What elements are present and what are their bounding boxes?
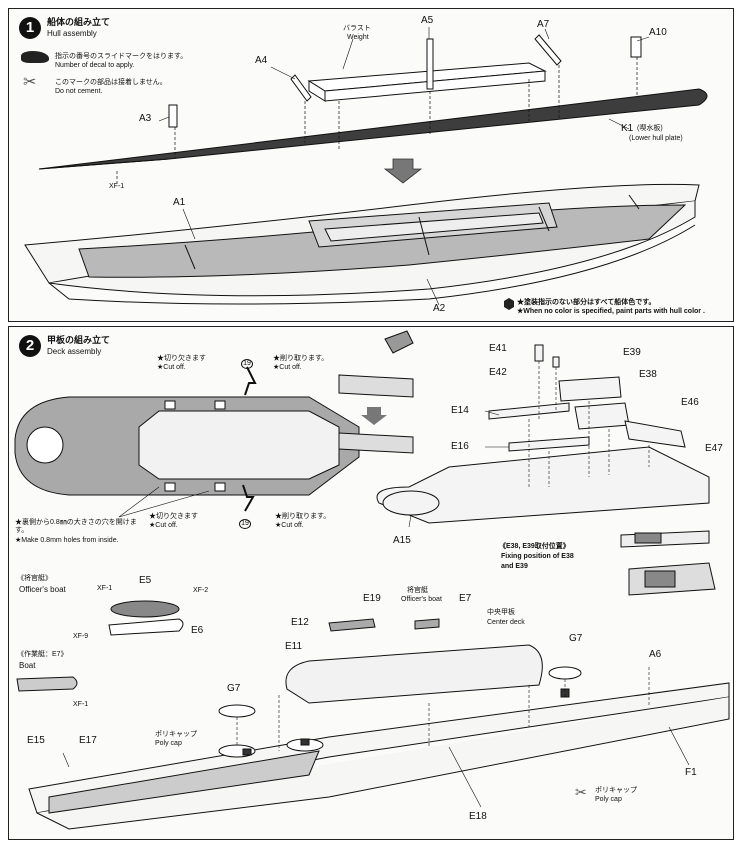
- paint-note-en: ★When no color is specified, paint parts…: [517, 308, 705, 315]
- weight-label-jp: バラスト: [343, 25, 371, 32]
- fixing-position-jp: 《E38, E39取付位置》: [499, 543, 570, 550]
- part-e6-label: E6: [191, 625, 204, 636]
- part-a5-label: A5: [421, 15, 434, 26]
- officers-boat-title-jp: 《将官艇》: [17, 575, 52, 582]
- part-e42-label: E42: [489, 367, 507, 378]
- paint-xf1-boat: XF-1: [73, 701, 89, 708]
- decal-mark-icon: [21, 51, 49, 63]
- weight-label-en: Weight: [347, 34, 369, 41]
- step-1-hull-assembly-panel: 1 船体の組み立て Hull assembly 指示の番号のスライドマークをはり…: [8, 8, 734, 322]
- part-e47-label: E47: [705, 443, 723, 454]
- step-title-jp: 船体の組み立て: [47, 17, 111, 27]
- center-deck: [285, 618, 543, 704]
- hull-assembly-drawing: [24, 27, 708, 310]
- lower-hull-plate-k1: [38, 88, 708, 170]
- boat-title-en: Boat: [19, 661, 36, 670]
- part-a15-label: A15: [393, 535, 411, 546]
- center-deck-en: Center deck: [487, 619, 525, 626]
- part-e11-label: E11: [285, 641, 303, 652]
- part-e46-label: E46: [681, 397, 699, 408]
- decal-legend-en: Number of decal to apply.: [55, 62, 135, 69]
- deck-assembly-drawing: [14, 330, 730, 830]
- part-e7-label: E7: [459, 593, 472, 604]
- holes-note-jp: ★裏側から0.8㎜の大きさの穴を開けます。: [15, 519, 137, 534]
- step-2-deck-assembly-panel: 2 甲板の組み立て Deck assembly ★切り欠きます ★Cut off…: [8, 326, 734, 840]
- part-k1-label: K1: [621, 123, 634, 134]
- officers-boat-jp-2: 将官艇: [407, 587, 428, 594]
- no-cement-icon: ✂: [575, 784, 587, 800]
- decal-19-bottom: 19: [239, 519, 251, 529]
- hull-with-deck: [28, 666, 730, 830]
- k1-name-jp: (喫水板): [637, 125, 663, 132]
- paint-xf1-officer: XF-1: [97, 585, 113, 592]
- paint-xf2-label: XF-2: [193, 587, 209, 594]
- step-number: 1: [19, 17, 41, 39]
- fixing-position-detail: [620, 530, 716, 596]
- part-e12-label: E12: [291, 617, 309, 628]
- cutoff-note-jp-1: ★切り欠きます: [157, 355, 206, 362]
- decal-19-top: 19: [241, 359, 253, 369]
- part-g7-label-left: G7: [227, 683, 241, 694]
- part-e16-label: E16: [451, 441, 469, 452]
- hull-brace-parts: [168, 34, 642, 128]
- fixing-position-en-2: and E39: [501, 563, 528, 570]
- cutoff-note-jp-3: ★切り欠きます: [149, 513, 198, 520]
- part-e14-label: E14: [451, 405, 469, 416]
- no-cement-icon: ✂: [23, 74, 37, 91]
- cutoff-note-en-4: ★Cut off.: [275, 522, 304, 529]
- assembly-arrow: [383, 158, 423, 184]
- part-a7-label: A7: [537, 19, 550, 30]
- officers-boat-title-en: Officer's boat: [19, 585, 66, 594]
- paint-xf1-label: XF-1: [109, 183, 125, 190]
- polycap-right-en: Poly cap: [595, 796, 622, 803]
- k1-name-en: (Lower hull plate): [629, 135, 683, 142]
- officers-boat-en-2: Officer's boat: [401, 596, 442, 603]
- part-a1-label: A1: [173, 197, 186, 208]
- part-a3-label: A3: [139, 113, 152, 124]
- hull-halves-a1-a2: [24, 183, 700, 305]
- cutoff-note-en-2: ★Cut off.: [273, 364, 302, 371]
- work-boat-e7: [16, 676, 78, 692]
- part-e5-label: E5: [139, 575, 152, 586]
- part-a4-label: A4: [255, 55, 268, 66]
- cut-off-detail: [338, 330, 414, 454]
- no-cement-legend-en: Do not cement.: [55, 88, 103, 95]
- part-e18-label: E18: [469, 811, 487, 822]
- polycap-left-jp: ポリキャップ: [155, 731, 197, 738]
- cutoff-note-en-1: ★Cut off.: [157, 364, 186, 371]
- part-g7-label-right: G7: [569, 633, 583, 644]
- deck-top-view: [14, 396, 360, 496]
- center-deck-jp: 中央甲板: [487, 609, 515, 616]
- step-title-en: Hull assembly: [47, 29, 97, 38]
- cutoff-note-jp-4: ★削り取ります。: [275, 513, 331, 520]
- fixing-position-en-1: Fixing position of E38: [501, 553, 574, 560]
- part-e17-label: E17: [79, 735, 97, 746]
- step-title-en: Deck assembly: [47, 347, 102, 356]
- paint-note-jp: ★塗装指示のない部分はすべて船体色です。: [517, 299, 656, 306]
- step-title-jp: 甲板の組み立て: [47, 335, 111, 345]
- decal-legend-jp: 指示の番号のスライドマークをはります。: [55, 53, 188, 60]
- part-e41-label: E41: [489, 343, 507, 354]
- part-a6-label: A6: [649, 649, 662, 660]
- part-e38-label: E38: [639, 369, 657, 380]
- polycap-left-en: Poly cap: [155, 740, 182, 747]
- part-e19-label: E19: [363, 593, 381, 604]
- cut-arrow: [361, 407, 387, 425]
- hull-color-hexagon: [504, 298, 514, 310]
- cutoff-note-en-3: ★Cut off.: [149, 522, 178, 529]
- part-a2-label: A2: [433, 303, 446, 314]
- polycap-right-jp: ポリキャップ: [595, 787, 637, 794]
- part-a10-label: A10: [649, 27, 667, 38]
- step-number: 2: [19, 335, 41, 357]
- officers-boat-detail: [108, 600, 184, 636]
- no-cement-legend-jp: このマークの部品は接着しません。: [55, 79, 167, 86]
- part-e15-label: E15: [27, 735, 45, 746]
- part-f1-label: F1: [685, 767, 697, 778]
- superstructure-assembly: [376, 344, 710, 524]
- paint-xf9-label: XF-9: [73, 633, 89, 640]
- boat-title-jp: 《作業艇：E7》: [17, 651, 68, 658]
- holes-note-en: ★Make 0.8mm holes from inside.: [15, 537, 119, 544]
- cutoff-note-jp-2: ★削り取ります。: [273, 355, 329, 362]
- part-e39-label: E39: [623, 347, 641, 358]
